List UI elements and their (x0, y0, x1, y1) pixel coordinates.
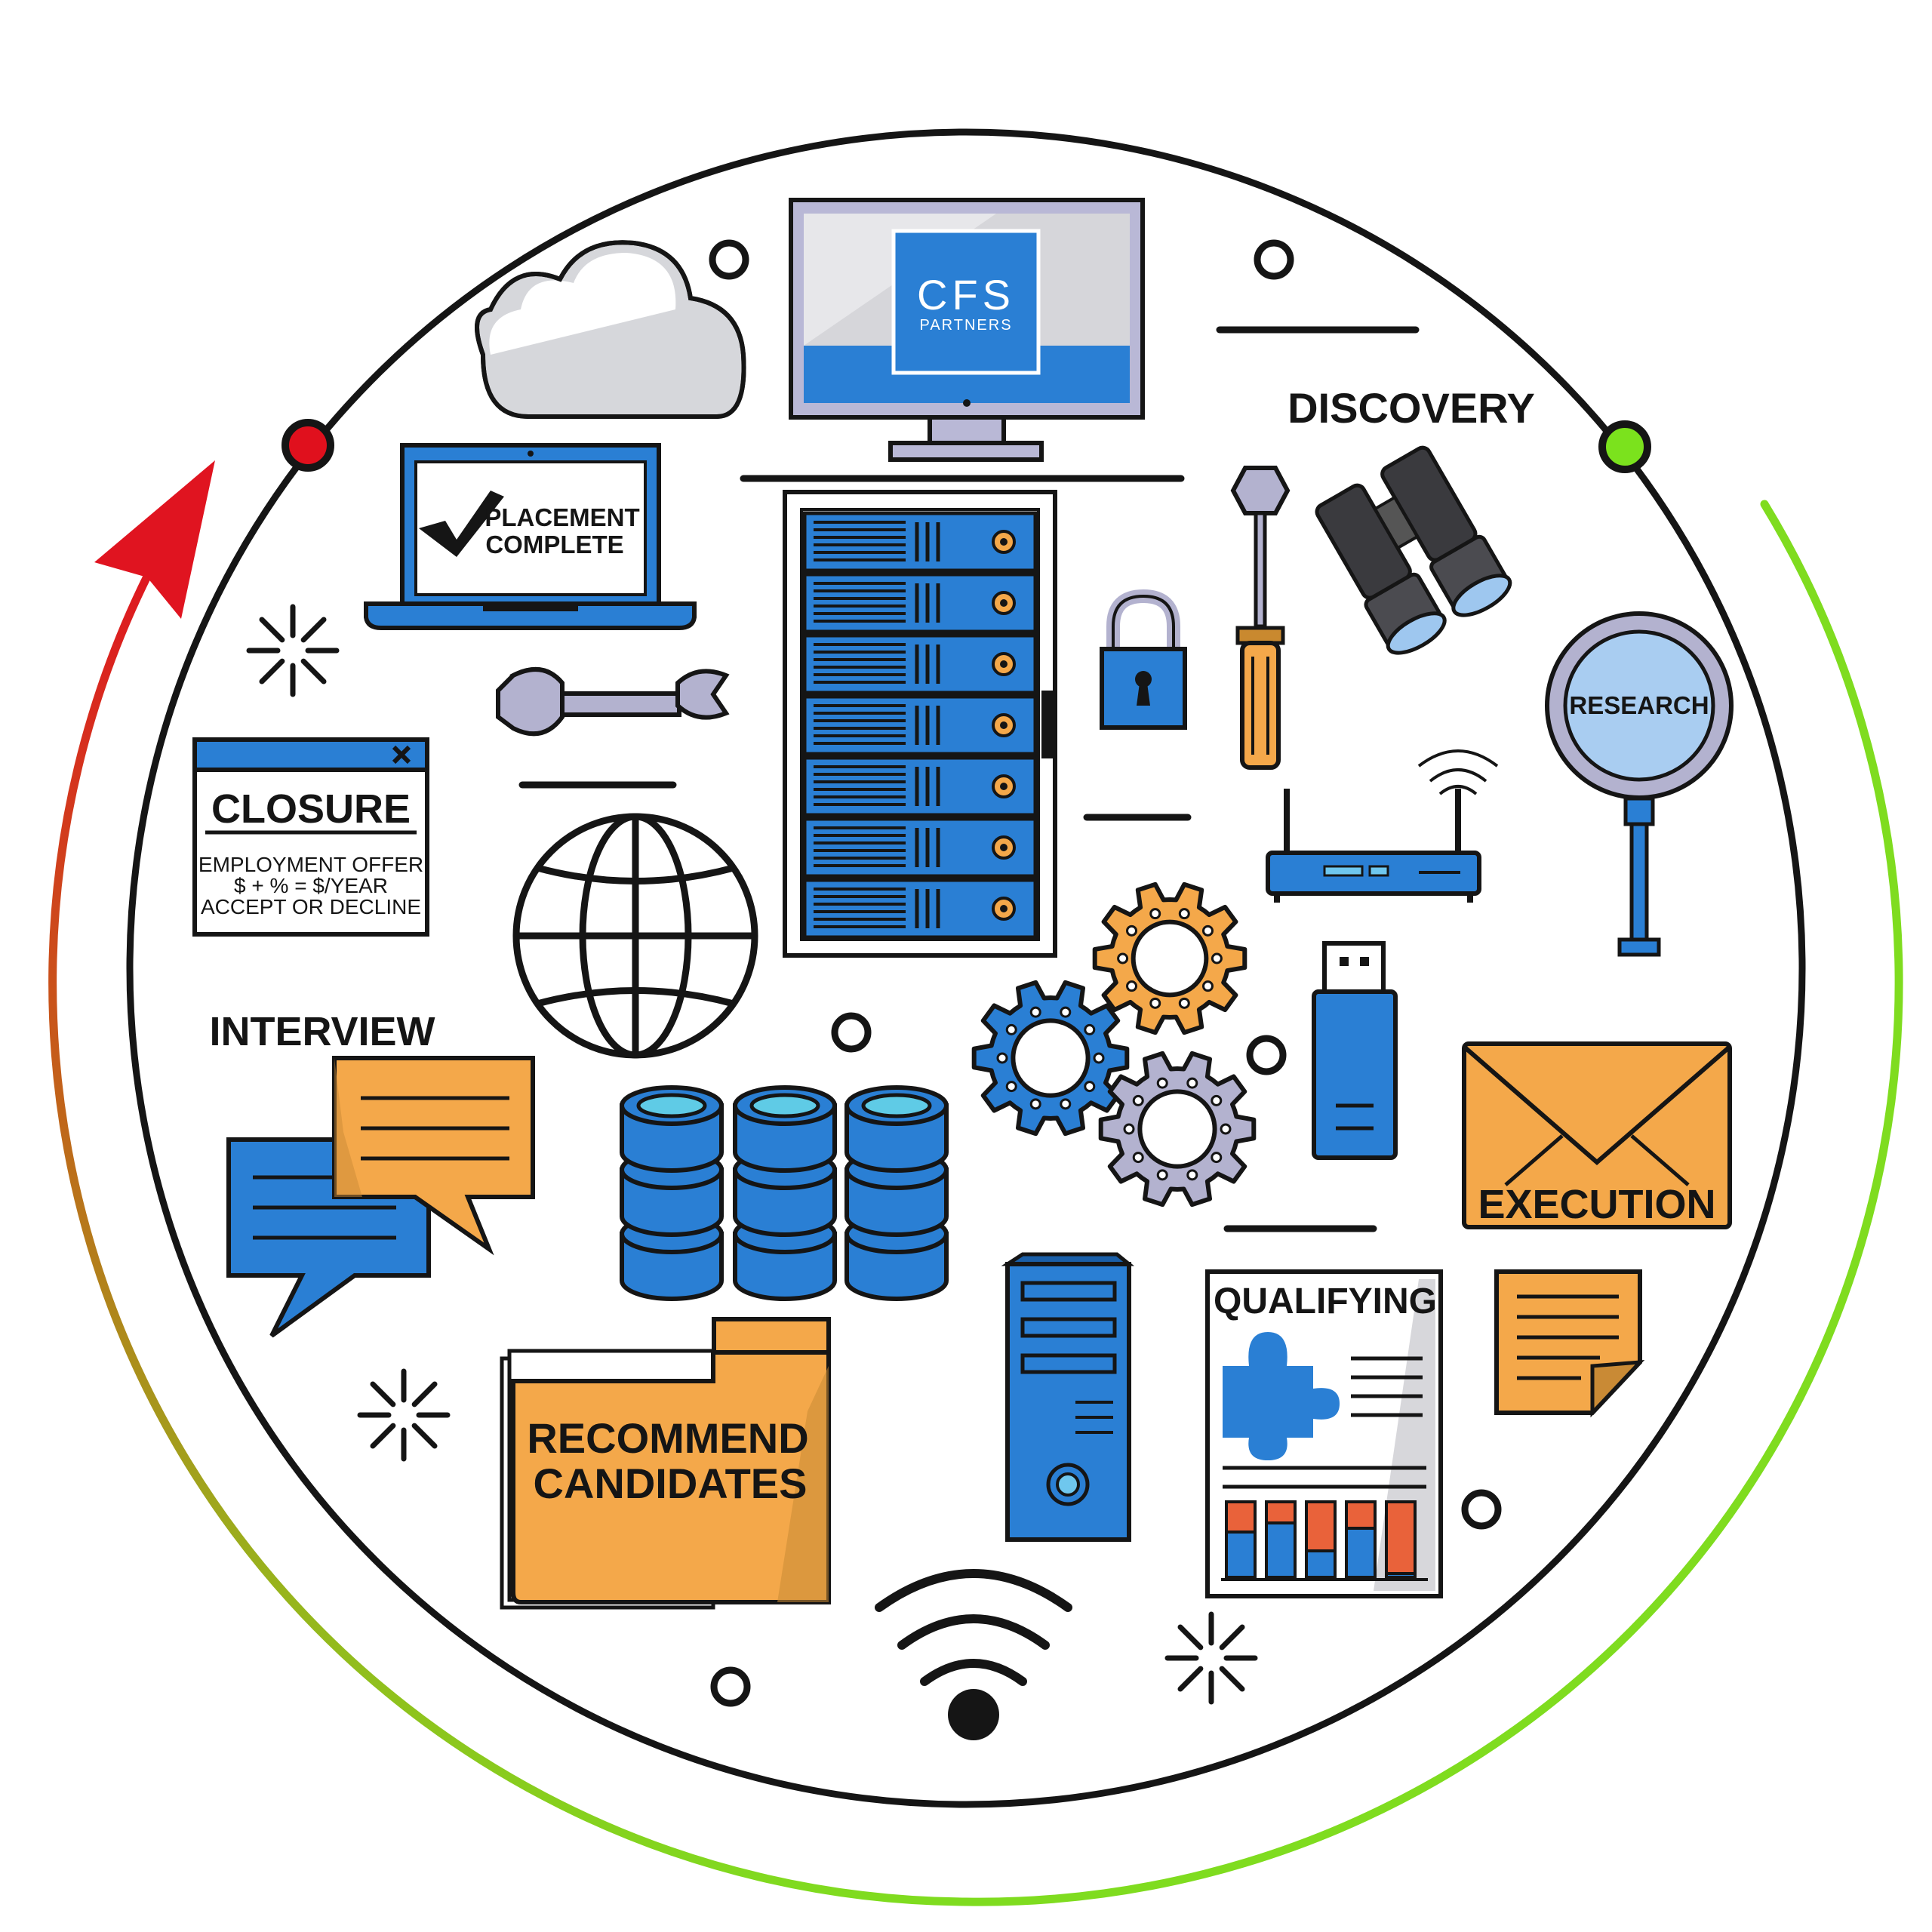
server-rack-icon (783, 490, 1057, 958)
server-unit (802, 694, 1038, 756)
server-unit (802, 511, 1038, 573)
sparkle-icon (246, 604, 340, 697)
binoculars-icon (1315, 445, 1512, 655)
logo-subtitle: PARTNERS (919, 317, 1012, 334)
placement-label-line1: PLACEMENT (485, 503, 639, 531)
magnifier-icon: RESEARCH (1545, 611, 1734, 957)
recommend-label-line2: CANDIDATES (534, 1460, 808, 1507)
padlock-icon (1100, 589, 1187, 730)
laptop-icon: PLACEMENT COMPLETE (364, 443, 697, 630)
sparkle-icon (1164, 1611, 1258, 1705)
report-bar (1345, 1500, 1377, 1579)
logo-wordmark: CFS (917, 271, 1015, 318)
wrench-icon (496, 667, 730, 737)
cloud-icon (475, 240, 746, 419)
closure-decision-line: ACCEPT OR DECLINE (201, 895, 421, 918)
report-bar (1305, 1500, 1337, 1579)
server-unit (802, 633, 1038, 695)
envelope-icon: EXECUTION (1462, 1041, 1732, 1229)
database-icons (620, 1085, 949, 1301)
server-unit (802, 878, 1038, 940)
recommend-label-line1: RECOMMEND (527, 1414, 808, 1462)
database-icon (620, 1085, 724, 1301)
gear-icon (971, 980, 1130, 1137)
report-bar (1385, 1500, 1417, 1579)
interview-label: INTERVIEW (209, 1009, 435, 1054)
placement-label-line2: COMPLETE (485, 531, 623, 558)
report-bar (1265, 1500, 1297, 1579)
execution-label: EXECUTION (1478, 1182, 1715, 1227)
decor-lines (518, 326, 1420, 1232)
closure-offer-line: EMPLOYMENT OFFER (198, 853, 423, 876)
gears-icon (971, 881, 1257, 1208)
chat-bubbles-icon (226, 1056, 535, 1338)
wifi-icon (875, 1569, 1072, 1740)
puzzle-piece-icon (1223, 1332, 1340, 1460)
router-signal-icon (1417, 749, 1499, 795)
qualifying-label: QUALIFYING (1214, 1281, 1437, 1321)
usb-drive-icon (1312, 941, 1398, 1160)
gear-icon (1092, 881, 1247, 1035)
arrowhead-icon (94, 460, 215, 619)
sticky-note-icon (1494, 1269, 1645, 1418)
start-node-green (1598, 420, 1651, 473)
globe-icon (512, 813, 758, 1059)
checkmark-icon (419, 491, 504, 557)
router-icon (1266, 749, 1499, 903)
server-unit (802, 572, 1038, 634)
database-icon (733, 1085, 837, 1301)
sparkle-icon (357, 1368, 451, 1462)
screwdriver-icon (1230, 466, 1291, 770)
decor-dots (709, 239, 1502, 1707)
gear-icon (1098, 1051, 1257, 1208)
folder-icon: RECOMMEND CANDIDATES (500, 1317, 831, 1610)
report-bar (1225, 1500, 1257, 1579)
closure-formula-line: $ + % = $/YEAR (234, 874, 388, 897)
discovery-label: DISCOVERY (1287, 384, 1535, 432)
stop-node-red (281, 419, 334, 472)
closure-window: CLOSURE EMPLOYMENT OFFER $ + % = $/YEAR … (192, 737, 429, 937)
research-label: RESEARCH (1569, 691, 1709, 719)
server-unit (802, 755, 1038, 817)
server-unit (802, 817, 1038, 878)
close-icon (392, 745, 411, 764)
closure-label: CLOSURE (211, 786, 411, 832)
desktop-tower-icon (1001, 1252, 1135, 1542)
monitor-icon: CFS PARTNERS (789, 198, 1145, 462)
report-document-icon: QUALIFYING (1205, 1269, 1443, 1598)
company-logo: CFS PARTNERS (891, 229, 1041, 375)
progress-arc (48, 460, 1903, 1906)
database-icon (844, 1085, 949, 1301)
sparkle-icons (246, 604, 1258, 1705)
